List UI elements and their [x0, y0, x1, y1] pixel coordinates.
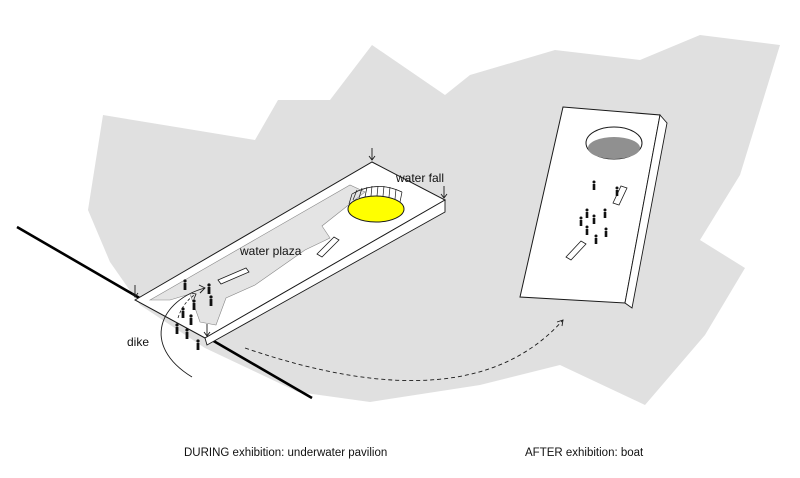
underwater-pavilion — [131, 148, 448, 350]
pavilion-side — [204, 199, 446, 346]
people-group — [175, 279, 213, 350]
water-fall-label: water fall — [395, 171, 444, 185]
caption-after: AFTER exhibition: boat — [525, 447, 644, 459]
person-icon — [585, 225, 589, 235]
person-icon — [603, 208, 607, 218]
person-icon — [585, 208, 589, 218]
arrow-down-icon — [440, 186, 448, 199]
yellow-pool — [347, 195, 405, 223]
skylight-slot — [217, 267, 250, 285]
person-icon — [209, 295, 213, 306]
water-plaza-label: water plaza — [239, 244, 302, 258]
boat-people — [579, 180, 619, 244]
person-icon — [181, 307, 185, 318]
curved-arrow — [160, 284, 206, 378]
waterfall-ribs — [348, 185, 403, 205]
arrow-down-icon — [203, 324, 211, 337]
dike-label: dike — [127, 335, 149, 349]
person-icon — [579, 216, 583, 226]
ground-area — [88, 35, 780, 405]
caption-during: DURING exhibition: underwater pavilion — [184, 447, 387, 459]
arrow-down-icon — [368, 148, 376, 161]
entry-arrow — [177, 292, 197, 319]
person-icon — [207, 283, 211, 294]
boat-hole-inner — [588, 137, 640, 159]
person-icon — [189, 314, 193, 325]
boat — [519, 106, 668, 309]
person-icon — [592, 214, 596, 224]
dashed-transition-arrow — [244, 319, 564, 382]
arrow-down-icon — [131, 285, 139, 298]
boat-slot — [612, 185, 628, 206]
boat-side — [624, 114, 668, 309]
person-icon — [192, 299, 196, 310]
boat-slot — [565, 240, 587, 261]
person-icon — [604, 227, 608, 237]
skylight-slot — [316, 236, 340, 258]
person-icon — [196, 339, 200, 350]
person-icon — [615, 186, 619, 196]
person-icon — [185, 328, 189, 339]
person-icon — [594, 234, 598, 244]
person-icon — [592, 180, 596, 190]
person-icon — [175, 323, 179, 334]
person-icon — [183, 279, 187, 290]
